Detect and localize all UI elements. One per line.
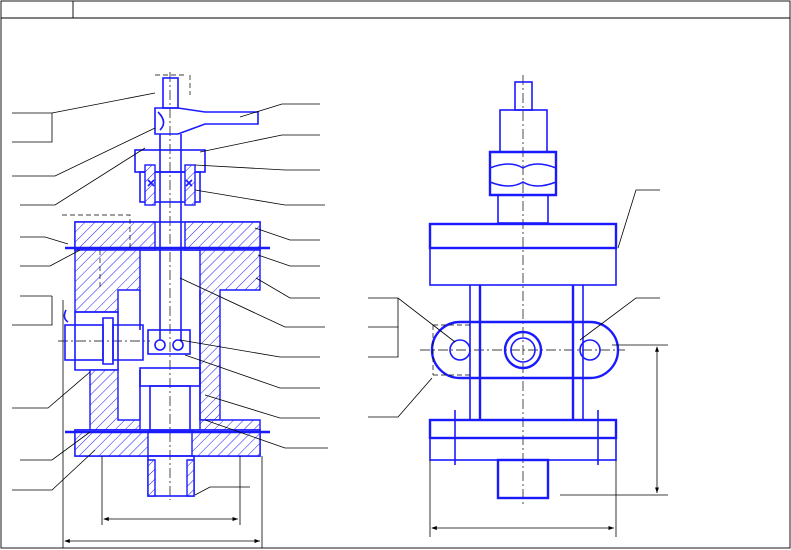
- valve-stem: [159, 134, 182, 340]
- mounting-plate: [430, 320, 620, 380]
- bottom-outlet: [147, 385, 195, 497]
- side-body: [469, 285, 584, 420]
- top-stem: [488, 81, 558, 224]
- side-dimensions: [429, 344, 668, 537]
- leaders-left: [12, 92, 156, 491]
- side-view: [368, 75, 668, 537]
- bottom-flange-side: [428, 410, 618, 500]
- bonnet-flange: [65, 221, 270, 251]
- section-dimensions: [62, 300, 263, 548]
- bottom-flange: [65, 429, 270, 457]
- leaders-right: [179, 103, 328, 496]
- section-view: [12, 72, 328, 548]
- side-leaders: [368, 189, 660, 418]
- gland-nut: [134, 149, 206, 206]
- handle-lever: [154, 77, 259, 135]
- top-flange: [428, 222, 618, 286]
- valve-body: [74, 249, 261, 433]
- side-port: [63, 309, 144, 365]
